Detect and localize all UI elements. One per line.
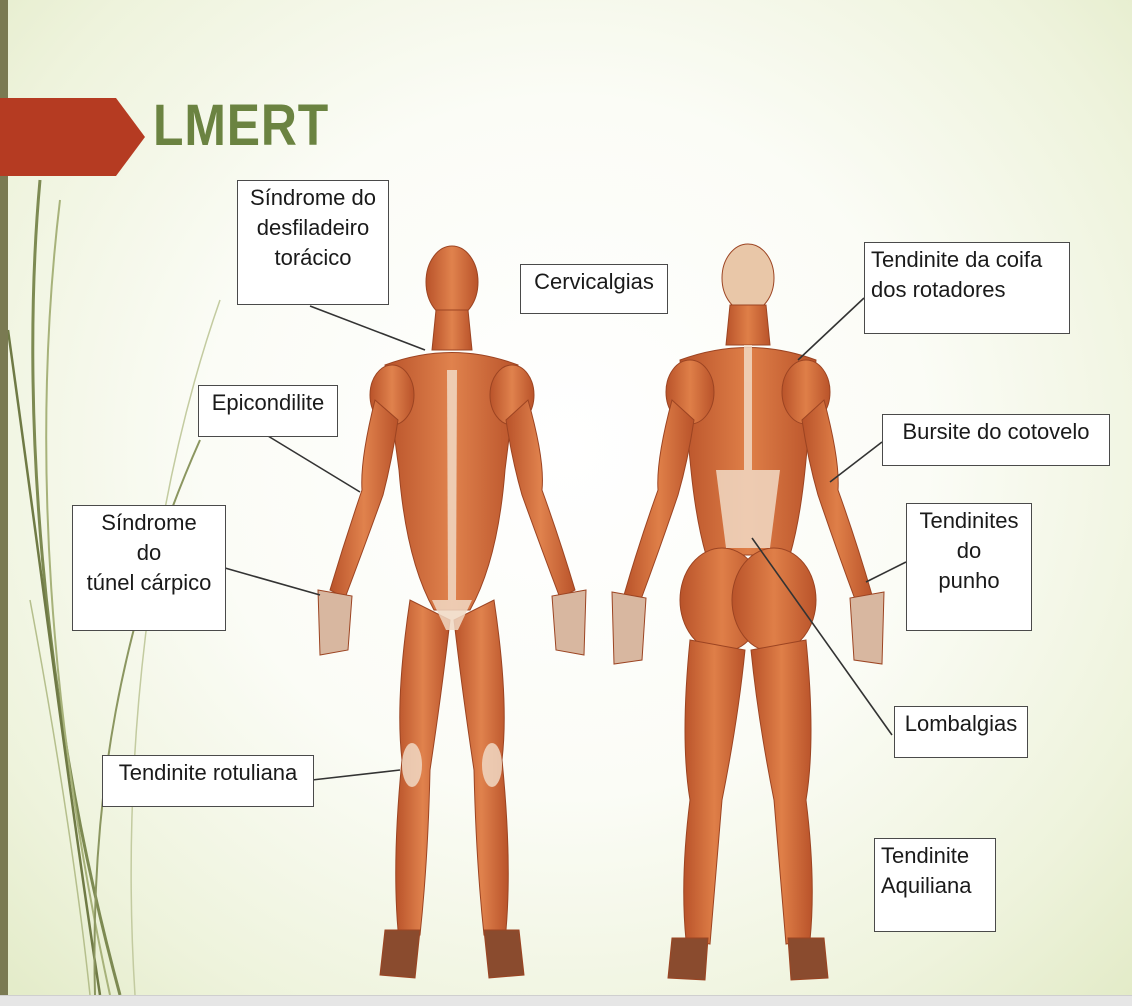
label-tendinites-punho: Tendinites do punho [906, 503, 1032, 631]
label-tendinite-coifa-rotadores: Tendinite da coifa dos rotadores [864, 242, 1070, 334]
label-bursite-cotovelo: Bursite do cotovelo [882, 414, 1110, 466]
label-tendinite-rotuliana: Tendinite rotuliana [102, 755, 314, 807]
label-cervicalgias: Cervicalgias [520, 264, 668, 314]
label-sindrome-tunel-carpico: Síndrome do túnel cárpico [72, 505, 226, 631]
label-tendinite-aquiliana: Tendinite Aquiliana [874, 838, 996, 932]
label-lombalgias: Lombalgias [894, 706, 1028, 758]
bottom-scrollbar-area [0, 995, 1132, 1006]
label-sindrome-desfiladeiro-toracico: Síndrome do desfiladeiro torácico [237, 180, 389, 305]
label-epicondilite: Epicondilite [198, 385, 338, 437]
